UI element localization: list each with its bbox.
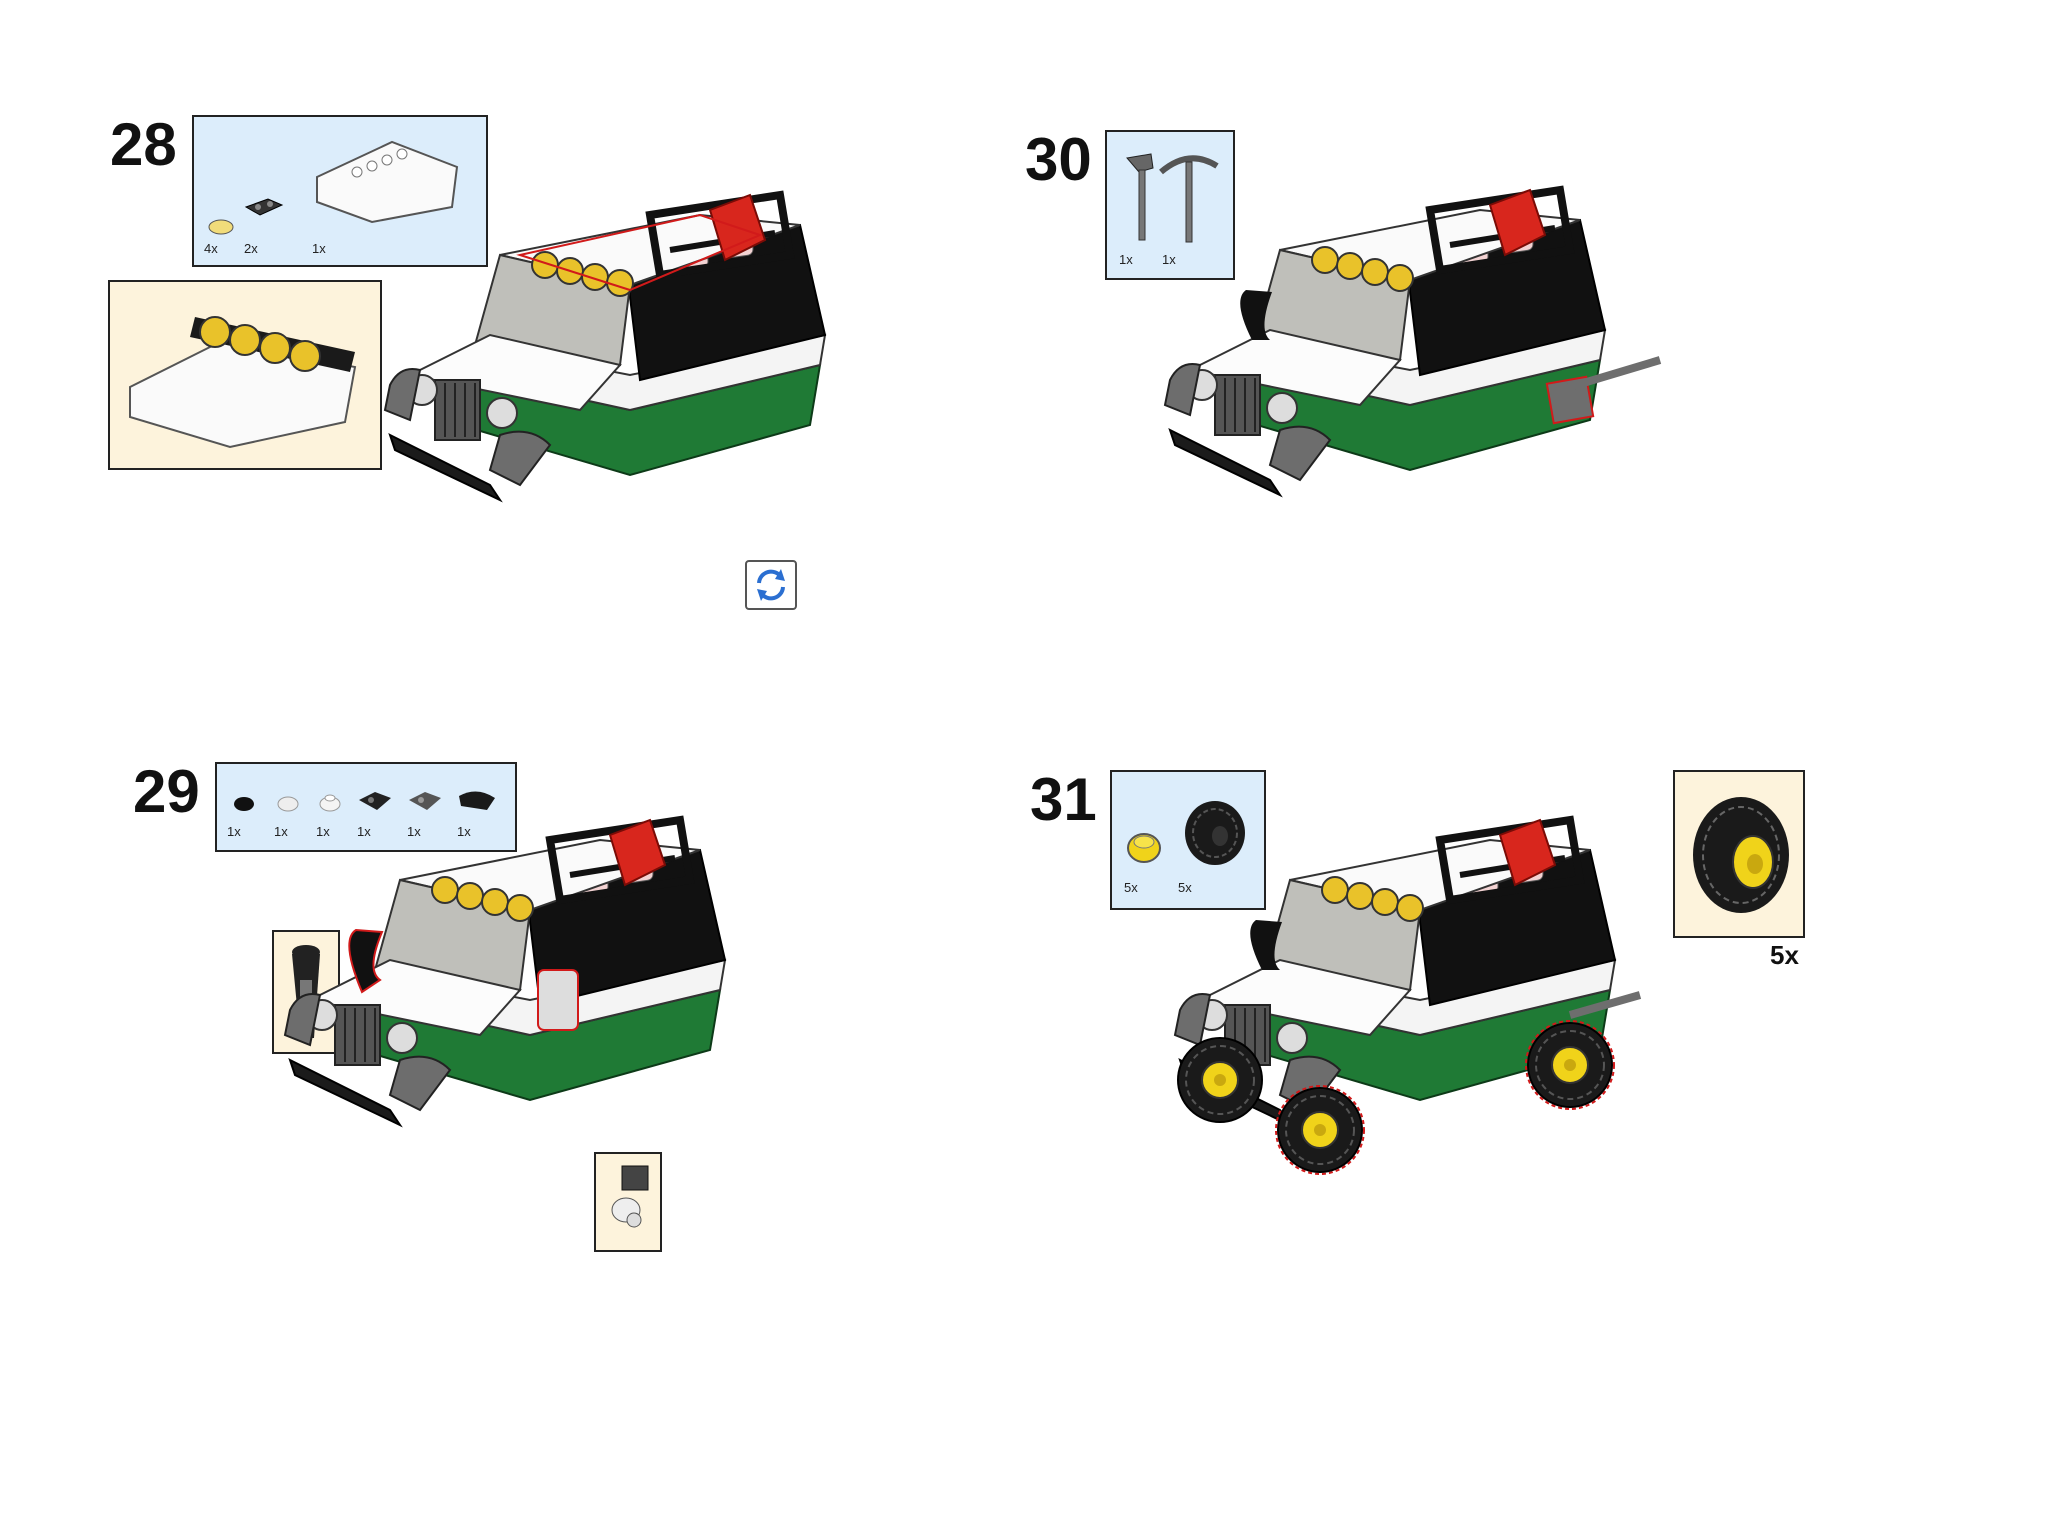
step-number-29: 29 [133,758,200,825]
callout-roof-detail [108,280,382,470]
parts-list-step-29: 1x 1x 1x 1x 1x 1x [215,762,517,852]
vehicle-model-step-30 [1160,190,1662,520]
parts-list-step-31: 5x 5x [1110,770,1266,910]
part-qty: 1x [227,824,241,839]
curved-slope-icon [459,791,495,810]
callout-bracket-detail [594,1152,662,1252]
round-tile-black-icon [234,797,254,811]
bracket-black-icon [359,792,391,810]
part-qty: 1x [1162,252,1176,267]
plate-clip-icon [244,198,284,216]
wedge-roof-icon [316,140,459,224]
step-number-30: 30 [1025,126,1092,193]
callout-qty: 5x [1770,940,1799,970]
rotate-button[interactable] [745,560,797,610]
part-qty: 5x [1178,880,1192,895]
axe-tool-icon [1126,153,1154,241]
step-number-28: 28 [110,111,177,178]
vehicle-model-step-28 [380,195,880,525]
part-qty: 5x [1124,880,1138,895]
part-qty: 1x [457,824,471,839]
bracket-assembly-icon [611,1165,649,1228]
vehicle-model-step-29 [280,820,780,1150]
round-tile-yellow-icon [208,219,234,235]
parts-list-step-30: 1x 1x [1105,130,1235,280]
part-qty: 2x [244,241,258,256]
wheel-assembled-icon [1693,797,1789,913]
part-qty: 4x [204,241,218,256]
roof-with-lights-icon [129,316,357,449]
tire-icon [1185,801,1245,865]
step-number-31: 31 [1030,766,1097,833]
part-qty: 1x [316,824,330,839]
wheel-rim-yellow-icon [1127,833,1161,863]
part-qty: 1x [357,824,371,839]
part-qty: 1x [407,824,421,839]
bracket-gray-icon [409,792,441,810]
callout-wheel-detail [1673,770,1805,938]
part-qty: 1x [312,241,326,256]
part-qty: 1x [274,824,288,839]
part-qty: 1x [1119,252,1133,267]
parts-list-step-28: 4x 2x 1x [192,115,488,267]
round-tile-clear-icon [277,796,299,812]
pickaxe-tool-icon [1159,155,1219,243]
round-stud-white-icon [319,794,341,812]
rotate-model-icon [757,569,785,601]
vehicle-model-step-31 [1170,820,1642,1175]
